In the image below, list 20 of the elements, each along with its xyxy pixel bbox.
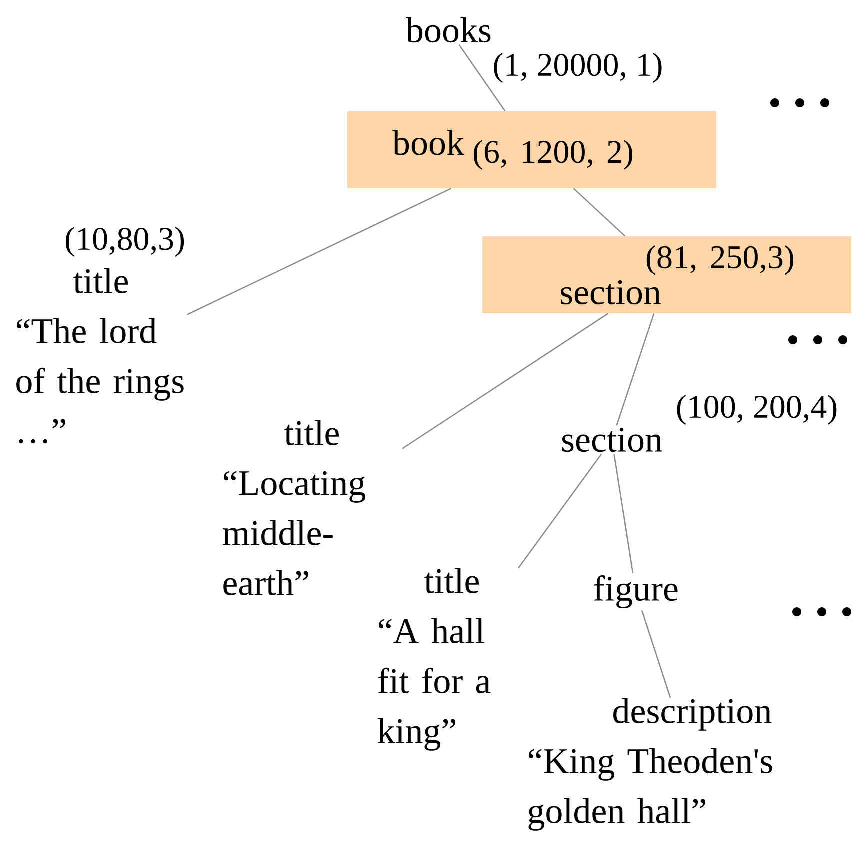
element-label: title “Locating middle-earth” <box>222 420 366 596</box>
element-label: figure <box>594 575 678 609</box>
element-box: book (6, 1200, 2) <box>348 112 716 188</box>
position-label: (100, 200,4) <box>677 395 837 425</box>
element-label: title “The lord of the rings …” <box>16 268 184 444</box>
element-label: description “King Theoden's golden hall” <box>528 698 772 831</box>
element-label: books <box>406 17 491 43</box>
tree-line <box>573 188 626 237</box>
tree-line <box>614 454 634 574</box>
position-label: (10,80,3) <box>66 227 184 257</box>
position-label: (1, 20000, 1) <box>494 53 662 83</box>
element-label: title “A hall fit for a king” <box>378 568 491 751</box>
element-box: (81, 250,3) section <box>482 236 852 314</box>
tree-line <box>642 610 672 698</box>
tree-line <box>187 188 452 316</box>
tree-line <box>616 314 655 426</box>
element-label: section <box>562 428 662 452</box>
tree-line <box>458 44 506 112</box>
tree-line <box>402 313 609 450</box>
tree-line <box>518 454 602 568</box>
